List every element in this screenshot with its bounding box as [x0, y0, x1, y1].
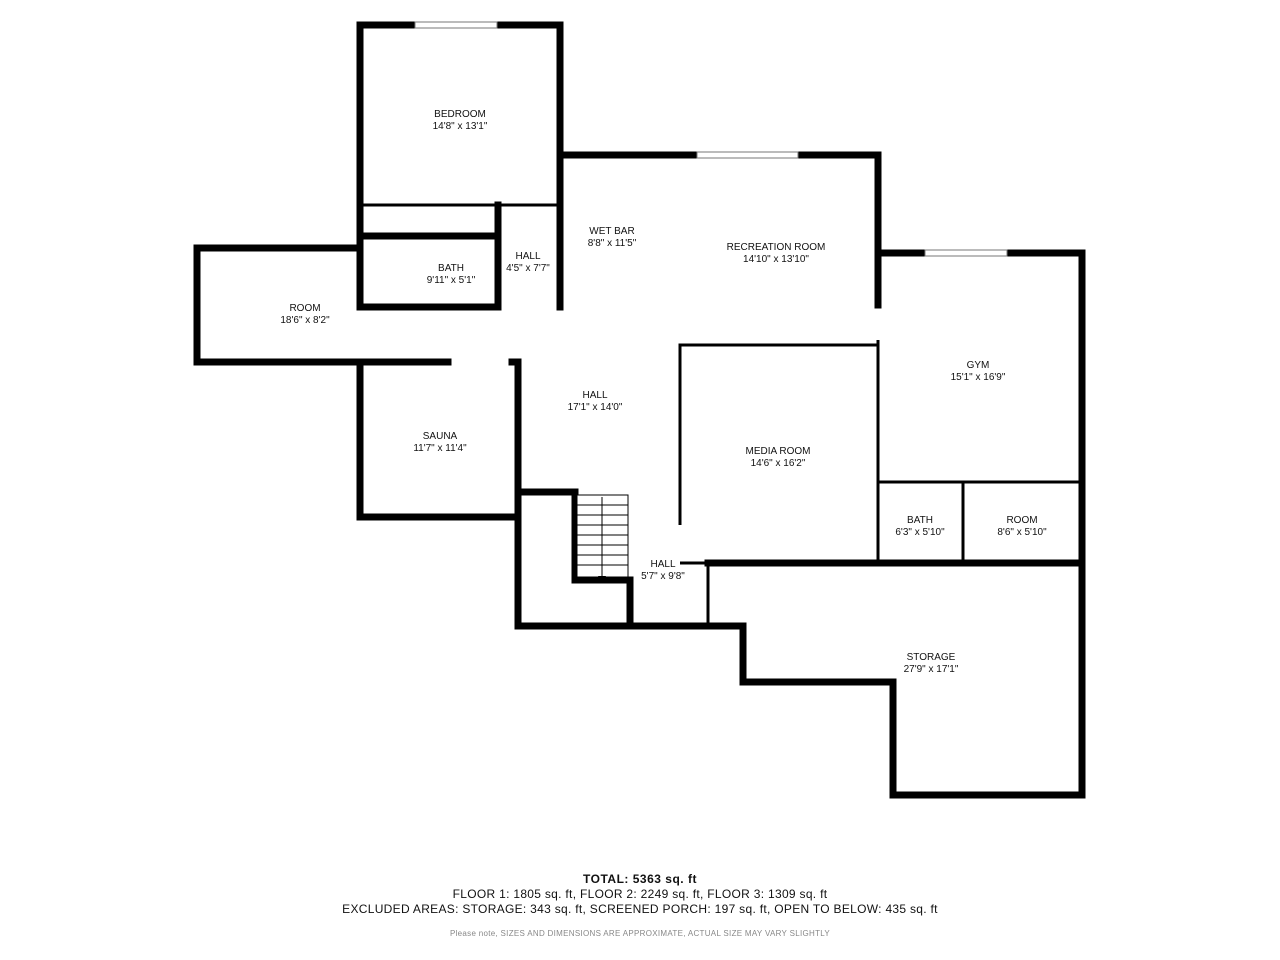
sauna-name: SAUNA	[423, 431, 458, 442]
media-room-dims: 14'6" x 16'2"	[751, 458, 806, 469]
bedroom-window	[414, 21, 498, 29]
stairs	[576, 494, 629, 582]
recreation-room-name: RECREATION ROOM	[727, 242, 826, 253]
bedroom-dims: 14'8" x 13'1"	[433, 121, 488, 132]
recreation-room-dims: 14'10" x 13'10"	[743, 254, 809, 265]
room-labels: BEDROOM 14'8" x 13'1" WET BAR 8'8" x 11'…	[280, 109, 1047, 675]
bath-lower-name: BATH	[907, 515, 933, 526]
wet-bar-dims: 8'8" x 11'5"	[588, 238, 637, 249]
hall-main-name: HALL	[582, 390, 607, 401]
hall-lower-name: HALL	[650, 559, 675, 570]
total-area: TOTAL: 5363 sq. ft	[583, 872, 697, 886]
recreation-top-right-wall	[796, 151, 882, 309]
room-lower-dims: 8'6" x 5'10"	[997, 527, 1047, 538]
room-lower-name: ROOM	[1006, 515, 1037, 526]
bath-upper-name: BATH	[438, 263, 464, 274]
gym-name: GYM	[967, 360, 990, 371]
hall-main-dims: 17'1" x 14'0"	[568, 402, 623, 413]
sauna-dims: 11'7" x 11'4"	[413, 443, 467, 454]
bedroom-name: BEDROOM	[434, 109, 486, 120]
media-room-name: MEDIA ROOM	[745, 446, 810, 457]
floor-plan: BEDROOM 14'8" x 13'1" WET BAR 8'8" x 11'…	[193, 21, 1086, 799]
bath-upper-walls	[356, 201, 502, 311]
hall-upper-dims: 4'5" x 7'7"	[506, 263, 550, 274]
windows	[414, 21, 1008, 257]
gym-dims: 15'1" x 16'9"	[951, 372, 1006, 383]
disclaimer-note: Please note, SIZES AND DIMENSIONS ARE AP…	[449, 929, 831, 938]
storage-name: STORAGE	[907, 652, 956, 663]
bath-lower-dims: 6'3" x 5'10"	[895, 527, 945, 538]
walls	[193, 21, 1086, 799]
room-left-dims: 18'6" x 8'2"	[280, 315, 330, 326]
media-room-walls	[678, 343, 878, 525]
storage-walls	[514, 491, 1086, 799]
hall-lower-dims: 5'7" x 9'8"	[641, 571, 685, 582]
floor-areas: FLOOR 1: 1805 sq. ft, FLOOR 2: 2249 sq. …	[452, 887, 828, 901]
excluded-areas: EXCLUDED AREAS: STORAGE: 343 sq. ft, SCR…	[342, 902, 938, 916]
recreation-window	[696, 151, 799, 159]
bath-upper-dims: 9'11" x 5'1"	[427, 275, 476, 286]
gym-window	[924, 249, 1008, 257]
wet-bar-name: WET BAR	[589, 226, 634, 237]
storage-dims: 27'9" x 17'1"	[904, 664, 959, 675]
hall-upper-name: HALL	[515, 251, 540, 262]
stair-walls	[514, 488, 634, 630]
room-left-walls	[193, 244, 452, 366]
room-left-name: ROOM	[289, 303, 320, 314]
